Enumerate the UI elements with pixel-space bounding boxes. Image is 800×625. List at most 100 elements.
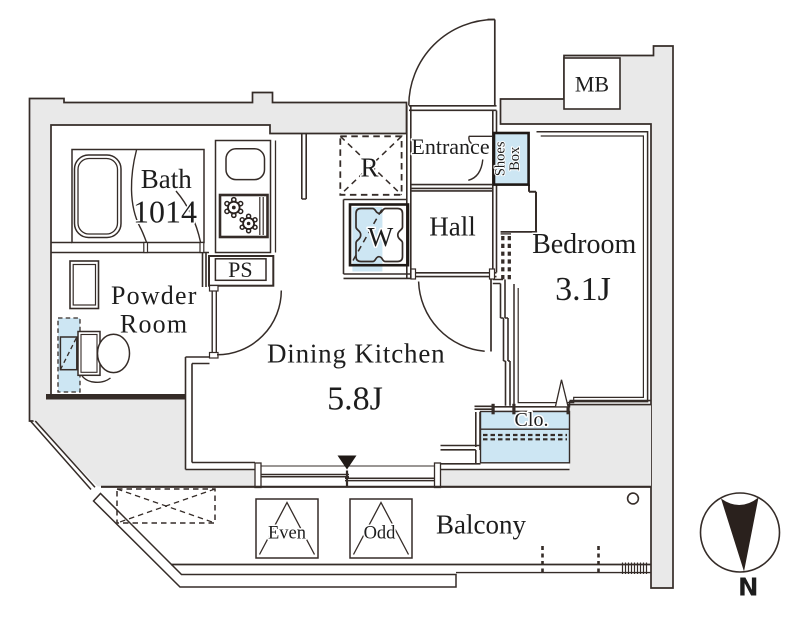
plan-line-48: [214, 258, 267, 282]
meter-box-label: MB: [575, 72, 609, 97]
window-left-panel: [261, 473, 349, 478]
plan-line-29: [143, 241, 149, 254]
plan-line-33: [230, 196, 237, 203]
closet-fill: [479, 410, 571, 464]
hall-dk-door-arc: [417, 281, 485, 352]
plan-line-45: [239, 224, 245, 230]
powder-room-door: [208, 284, 283, 359]
plan-line-56: [410, 268, 417, 280]
plan-line-18: [492, 278, 503, 285]
plan-line-78: [541, 546, 600, 573]
plan-line-14: [185, 461, 255, 471]
plan-line-40: [246, 221, 251, 226]
powder-door-arc: [216, 290, 283, 356]
plan-line-21: [504, 361, 511, 406]
balcony-railing: [92, 492, 457, 588]
plan-line-37: [224, 208, 230, 215]
closet-hanger-pipe: [483, 433, 567, 441]
plan-line-41: [245, 213, 252, 219]
plan-line-2: [201, 252, 207, 287]
plan-line-10: [411, 183, 493, 192]
plan-line-66: [513, 131, 649, 408]
vanity: [69, 260, 100, 310]
plan-line-50: [339, 135, 403, 196]
plan-line-58: [208, 284, 219, 292]
pipe-space-label: PS: [228, 257, 252, 282]
plan-line-20: [502, 318, 510, 362]
plan-line-67: [517, 135, 644, 404]
plan-line-15: [528, 184, 537, 232]
washer-pan: [348, 203, 410, 267]
powder-room-label-1: Powder: [111, 281, 198, 310]
plan-line-49: [339, 135, 403, 196]
bathtub-inner: [77, 157, 119, 235]
plan-line-30: [199, 241, 205, 254]
wall-top-left: [28, 91, 408, 422]
stove-burner-1: [224, 196, 244, 219]
odd-label: Odd: [364, 524, 397, 544]
entrance-door: [408, 18, 496, 106]
entrance-label: Entrance: [411, 134, 489, 159]
compass-circle: [699, 492, 781, 573]
plan-line-26: [440, 450, 481, 465]
gray-zones: [33, 394, 651, 487]
plan-line-69: [512, 403, 516, 415]
toilet-bowl: [96, 333, 131, 374]
plan-line-75: [29, 420, 96, 490]
shoes-box-label-1: Shoes: [493, 141, 509, 176]
bedroom-size-label: 3.1J: [555, 271, 611, 308]
dining-kitchen-label: Dining Kitchen: [267, 339, 445, 369]
plan-line-60: [69, 260, 100, 310]
bathtub: [73, 154, 122, 239]
hall-dk-door: [410, 268, 496, 352]
plan-line-85: [352, 501, 410, 555]
plan-line-61: [72, 263, 97, 306]
plan-line-46: [252, 224, 258, 230]
powder-room-label-2: Room: [120, 310, 188, 339]
plan-line-55: [563, 57, 621, 110]
plan-line-64: [59, 336, 78, 370]
kitchen: [214, 139, 277, 254]
balcony-drain: [626, 492, 640, 505]
meter-box: [563, 57, 621, 110]
plan-line-80: [116, 488, 216, 524]
plan-line-82: [255, 498, 319, 559]
plan-line-43: [239, 217, 245, 223]
plan-line-38: [237, 208, 244, 215]
bath-unit-outline: [71, 148, 205, 244]
plan-line-32: [231, 205, 236, 210]
washer-space: [348, 203, 410, 272]
entrance-door-arc: [408, 18, 495, 106]
plan-line-81: [116, 488, 216, 524]
shoes-box-label-2: Box: [507, 146, 523, 171]
shoes-box: [492, 131, 530, 186]
plan-line-83: [258, 501, 316, 555]
balcony-structure: [29, 420, 651, 588]
bedroom-label: Bedroom: [532, 229, 636, 260]
plan-line-54: [492, 131, 530, 186]
plan-line-6: [343, 273, 411, 280]
kitchen-sink: [225, 148, 266, 181]
bath-door-curve-1: [130, 149, 148, 243]
plan-line-57: [488, 268, 496, 280]
wall-below-bedroom: [440, 404, 651, 487]
plan-line-9: [409, 105, 497, 112]
plan-line-5: [342, 198, 407, 274]
plan-line-25: [440, 444, 480, 451]
hall-label: Hall: [429, 212, 476, 242]
balcony-label: Balcony: [436, 510, 526, 540]
stove: [218, 193, 269, 239]
bedroom-border: [513, 131, 649, 408]
plan-line-4: [301, 133, 307, 200]
closet: [479, 379, 571, 464]
bath-unit: [71, 148, 205, 254]
plan-line-34: [230, 212, 237, 219]
entrance-interior-arcs: [468, 135, 493, 181]
stove-burner-2: [239, 213, 258, 234]
plan-line-19: [499, 279, 508, 319]
bath-door-curve-2: [175, 190, 202, 243]
window-right-panel: [345, 477, 435, 482]
refrigerator-label: R: [360, 153, 378, 183]
